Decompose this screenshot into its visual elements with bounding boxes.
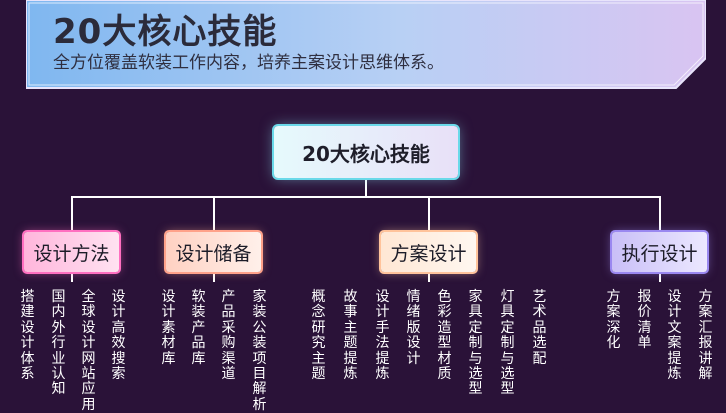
connector-cat2 [213, 196, 215, 232]
root-node: 20大核心技能 [274, 126, 458, 178]
category-scheme-design: 方案设计 [381, 232, 476, 272]
leaf-item: 全球设计网站应用 [81, 289, 96, 413]
leaf-item: 设计高效搜索 [111, 289, 126, 383]
leaf-item: 家装公装项目解析 [252, 289, 267, 413]
category-execution-design: 执行设计 [612, 232, 707, 272]
leaf-item: 设计手法提炼 [375, 289, 390, 383]
connector-cat1-down [71, 272, 73, 282]
banner-shape [26, 0, 706, 89]
category-design-method: 设计方法 [24, 232, 119, 272]
leaf-item: 灯具定制与选型 [500, 289, 515, 398]
leaf-item: 家具定制与选型 [468, 289, 483, 398]
leaf-item: 故事主题提炼 [343, 289, 358, 383]
leaf-item: 产品采购渠道 [221, 289, 236, 383]
category-design-reserve: 设计储备 [166, 232, 261, 272]
header-banner: 20大核心技能 全方位覆盖软装工作内容，培养主案设计思维体系。 [26, 0, 706, 92]
leaf-item: 设计素材库 [161, 289, 176, 367]
connector-cat3-down [428, 272, 430, 282]
leaf-item: 情绪版设计 [406, 289, 421, 367]
leaf-item: 设计文案提炼 [667, 289, 682, 383]
leaf-item: 软装产品库 [191, 289, 206, 367]
leaf-item: 概念研究主题 [311, 289, 326, 383]
leaf-item: 国内外行业认知 [51, 289, 66, 398]
connector-root-down [365, 178, 367, 196]
connector-cat1 [71, 196, 73, 232]
leaf-item: 艺术品选配 [532, 289, 547, 367]
connector-cat4-down [659, 272, 661, 282]
leaf-item: 方案汇报讲解 [698, 289, 713, 383]
leaf-item: 方案深化 [606, 289, 621, 352]
page-title: 20大核心技能 [53, 12, 278, 52]
leaf-item: 色彩造型材质 [437, 289, 452, 383]
leaf-item: 搭建设计体系 [20, 289, 35, 383]
connector-cat3 [428, 196, 430, 232]
leaf-item: 报价清单 [637, 289, 652, 352]
connector-horizontal [71, 196, 660, 198]
connector-cat4 [659, 196, 661, 232]
connector-cat2-down [213, 272, 215, 282]
page-subtitle: 全方位覆盖软装工作内容，培养主案设计思维体系。 [53, 53, 444, 73]
